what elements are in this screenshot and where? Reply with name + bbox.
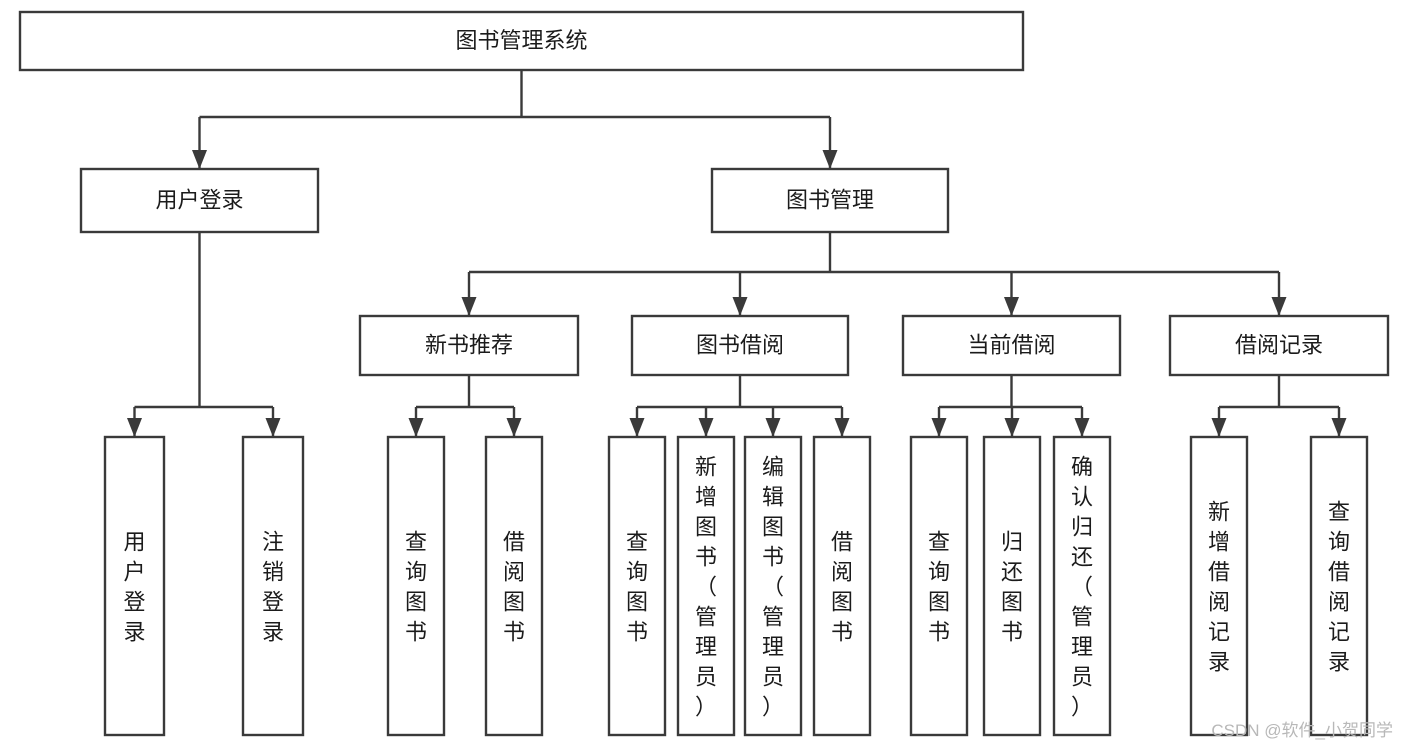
node-label-book-management: 图书管理	[786, 187, 874, 212]
arrow-icon-user-login	[192, 150, 207, 169]
node-box-leaf-confirm-return-admin	[1052, 435, 1112, 737]
node-box-leaf-logout	[241, 435, 305, 737]
node-label-leaf-add-book-admin: 新增图书（管理员）	[695, 454, 717, 719]
node-box-book-management	[710, 167, 950, 234]
arrow-icon-leaf-query-book-recommend	[408, 418, 424, 437]
node-label-current-borrow: 当前借阅	[967, 332, 1055, 357]
node-new-book-recommend[interactable]: 新书推荐	[358, 314, 580, 377]
arrow-icon-leaf-query-borrow-record	[1331, 418, 1347, 437]
node-box-leaf-borrow-book	[812, 435, 872, 737]
node-layer: 图书管理系统用户登录图书管理新书推荐图书借阅当前借阅借阅记录用户登录注销登录查询…	[18, 10, 1390, 737]
arrow-icon-new-book-recommend	[461, 297, 477, 316]
node-leaf-logout[interactable]: 注销登录	[241, 435, 305, 737]
arrow-icon-leaf-borrow-book-recommend	[506, 418, 522, 437]
node-box-leaf-user-login	[103, 435, 166, 737]
node-leaf-query-book-borrow[interactable]: 查询图书	[607, 435, 667, 737]
node-label-leaf-add-borrow-record: 新增借阅记录	[1208, 499, 1230, 674]
node-label-leaf-borrow-book: 借阅图书	[831, 529, 853, 644]
node-label-leaf-logout: 注销登录	[262, 529, 284, 644]
node-box-leaf-return-book	[982, 435, 1042, 737]
node-leaf-add-borrow-record[interactable]: 新增借阅记录	[1189, 435, 1249, 737]
arrow-icon-borrow-records	[1271, 297, 1287, 316]
node-label-leaf-query-borrow-record: 查询借阅记录	[1328, 499, 1350, 674]
arrow-icon-leaf-logout	[265, 418, 281, 437]
node-leaf-confirm-return-admin[interactable]: 确认归还（管理员）	[1052, 435, 1112, 737]
arrow-icon-leaf-confirm-return-admin	[1074, 418, 1090, 437]
node-leaf-edit-book-admin[interactable]: 编辑图书（管理员）	[743, 435, 803, 737]
node-book-borrow[interactable]: 图书借阅	[630, 314, 850, 377]
node-box-leaf-query-book-recommend	[386, 435, 446, 737]
arrow-icon-current-borrow	[1004, 297, 1019, 316]
node-box-leaf-add-borrow-record	[1189, 435, 1249, 737]
node-label-leaf-return-book: 归还图书	[1001, 529, 1023, 644]
node-label-book-borrow: 图书借阅	[696, 332, 784, 357]
node-label-leaf-borrow-book-recommend: 借阅图书	[503, 529, 525, 644]
node-label-leaf-edit-book-admin: 编辑图书（管理员）	[762, 454, 784, 719]
node-label-leaf-query-book-recommend: 查询图书	[405, 529, 427, 644]
node-label-leaf-query-book-current: 查询图书	[928, 529, 950, 644]
connector-layer	[127, 70, 1347, 437]
node-box-leaf-query-borrow-record	[1309, 435, 1369, 737]
node-current-borrow[interactable]: 当前借阅	[901, 314, 1122, 377]
node-label-leaf-confirm-return-admin: 确认归还（管理员）	[1071, 454, 1093, 719]
arrow-icon-leaf-query-book-borrow	[629, 418, 645, 437]
node-box-leaf-query-book-current	[909, 435, 969, 737]
node-box-current-borrow	[901, 314, 1122, 377]
arrow-icon-leaf-add-book-admin	[698, 418, 714, 437]
arrow-icon-leaf-query-book-current	[931, 418, 947, 437]
node-leaf-borrow-book[interactable]: 借阅图书	[812, 435, 872, 737]
node-leaf-query-book-recommend[interactable]: 查询图书	[386, 435, 446, 737]
arrow-icon-book-management	[822, 150, 838, 169]
node-box-user-login	[79, 167, 320, 234]
node-label-leaf-query-book-borrow: 查询图书	[626, 529, 648, 644]
arrow-icon-leaf-edit-book-admin	[765, 418, 781, 437]
node-box-book-borrow	[630, 314, 850, 377]
arrow-icon-leaf-return-book	[1004, 418, 1020, 437]
node-label-borrow-records: 借阅记录	[1235, 332, 1323, 357]
arrow-icon-leaf-borrow-book	[834, 418, 850, 437]
node-leaf-return-book[interactable]: 归还图书	[982, 435, 1042, 737]
node-label-user-login: 用户登录	[155, 187, 243, 212]
node-root[interactable]: 图书管理系统	[18, 10, 1025, 72]
node-book-management[interactable]: 图书管理	[710, 167, 950, 234]
node-box-leaf-borrow-book-recommend	[484, 435, 544, 737]
node-box-borrow-records	[1168, 314, 1390, 377]
node-borrow-records[interactable]: 借阅记录	[1168, 314, 1390, 377]
node-box-leaf-add-book-admin	[676, 435, 736, 737]
node-box-root	[18, 10, 1025, 72]
node-label-new-book-recommend: 新书推荐	[425, 332, 513, 357]
node-leaf-query-book-current[interactable]: 查询图书	[909, 435, 969, 737]
node-leaf-query-borrow-record[interactable]: 查询借阅记录	[1309, 435, 1369, 737]
arrow-icon-book-borrow	[732, 297, 748, 316]
arrow-icon-leaf-user-login	[127, 418, 142, 437]
node-label-root: 图书管理系统	[455, 28, 587, 53]
node-box-leaf-query-book-borrow	[607, 435, 667, 737]
node-user-login[interactable]: 用户登录	[79, 167, 320, 234]
arrow-icon-leaf-add-borrow-record	[1211, 418, 1227, 437]
csdn-watermark: CSDN @软件_小贺同学	[1211, 721, 1393, 740]
node-box-leaf-edit-book-admin	[743, 435, 803, 737]
node-leaf-add-book-admin[interactable]: 新增图书（管理员）	[676, 435, 736, 737]
node-label-leaf-user-login: 用户登录	[123, 529, 145, 644]
node-leaf-borrow-book-recommend[interactable]: 借阅图书	[484, 435, 544, 737]
node-leaf-user-login[interactable]: 用户登录	[103, 435, 166, 737]
node-box-new-book-recommend	[358, 314, 580, 377]
